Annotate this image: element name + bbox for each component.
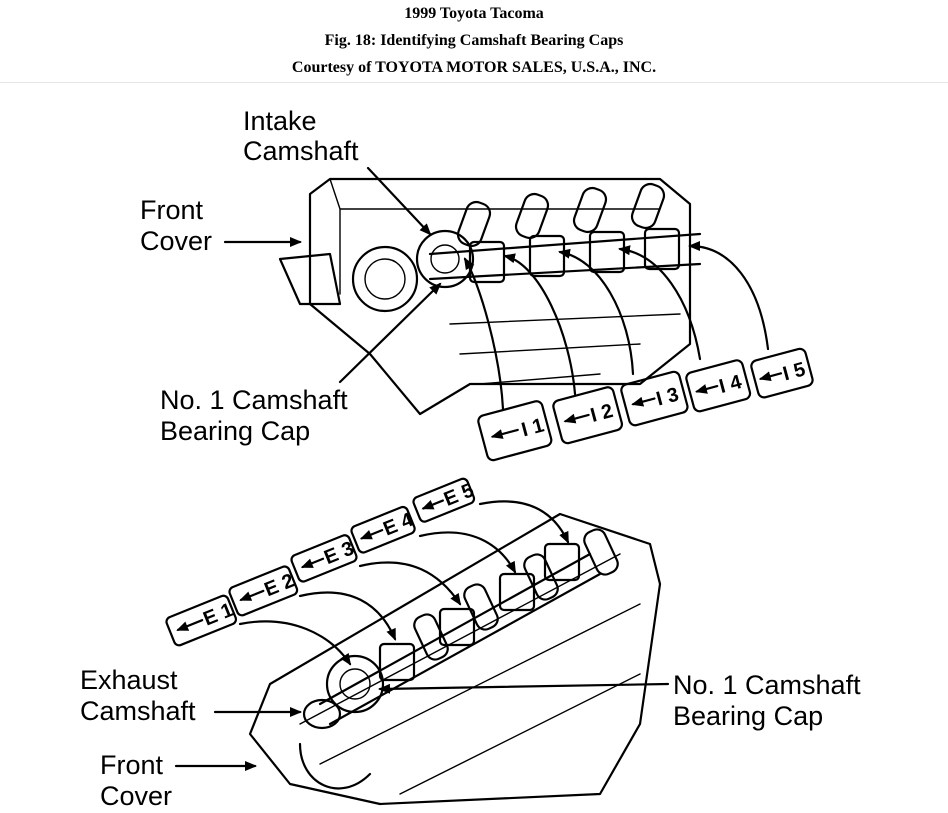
header-divider bbox=[0, 82, 948, 83]
intake-cap-2-label: I 2 bbox=[588, 400, 615, 427]
intake-cap-tiles: I 1 I 2 I 3 I 4 I 5 bbox=[477, 347, 814, 462]
no1-cap-bottom-label-line1: No. 1 Camshaft bbox=[673, 670, 861, 700]
camshaft-diagram: I 1 I 2 I 3 I 4 I 5 Intake Camshaft Fron… bbox=[0, 84, 948, 813]
figure-header: 1999 Toyota Tacoma Fig. 18: Identifying … bbox=[0, 0, 948, 82]
exhaust-camshaft-callout: Exhaust Camshaft bbox=[80, 665, 302, 726]
no1-cap-top-label-line2: Bearing Cap bbox=[160, 416, 310, 446]
vehicle-title: 1999 Toyota Tacoma bbox=[404, 5, 544, 22]
exhaust-engine-drawing bbox=[248, 512, 662, 806]
figure-caption: Fig. 18: Identifying Camshaft Bearing Ca… bbox=[324, 32, 624, 49]
intake-cap-3: I 3 bbox=[620, 370, 689, 427]
exhaust-cap-tiles: E 1 E 2 E 3 E 4 E 5 bbox=[165, 477, 477, 647]
no1-cap-bottom-callout: No. 1 Camshaft Bearing Cap bbox=[378, 670, 861, 731]
exhaust-cap-4: E 4 bbox=[350, 505, 417, 554]
no1-cap-top-label-line1: No. 1 Camshaft bbox=[160, 385, 348, 415]
intake-cap-5: I 5 bbox=[750, 347, 814, 399]
no1-cap-top-callout: No. 1 Camshaft Bearing Cap bbox=[160, 282, 442, 446]
exhaust-cap-5: E 5 bbox=[412, 477, 477, 523]
front-cover-top-label-line1: Front bbox=[140, 195, 204, 225]
intake-camshaft-callout: Intake Camshaft bbox=[243, 106, 432, 236]
intake-cap-2: I 2 bbox=[552, 386, 624, 445]
front-cover-bottom-label-line1: Front bbox=[100, 750, 164, 780]
intake-camshaft-label-line1: Intake bbox=[243, 106, 317, 136]
front-cover-top-callout: Front Cover bbox=[140, 195, 302, 256]
intake-cap-4-label: I 4 bbox=[717, 371, 745, 398]
exhaust-camshaft-label-line1: Exhaust bbox=[80, 665, 178, 695]
exhaust-cap-arrows bbox=[238, 500, 570, 666]
intake-cap-1-label: I 1 bbox=[519, 414, 546, 441]
no1-cap-bottom-label-line2: Bearing Cap bbox=[673, 701, 823, 731]
front-cover-bottom-callout: Front Cover bbox=[100, 750, 257, 811]
exhaust-camshaft-label-line2: Camshaft bbox=[80, 696, 196, 726]
front-cover-bottom-label-line2: Cover bbox=[100, 781, 172, 811]
intake-camshaft-label-line2: Camshaft bbox=[243, 136, 359, 166]
courtesy-line: Courtesy of TOYOTA MOTOR SALES, U.S.A., … bbox=[291, 59, 657, 76]
intake-cap-5-label: I 5 bbox=[781, 358, 808, 385]
intake-cap-4: I 4 bbox=[685, 359, 752, 413]
intake-cap-1: I 1 bbox=[477, 400, 553, 462]
intake-cap-arrows bbox=[463, 241, 770, 411]
exhaust-cap-2: E 2 bbox=[228, 565, 299, 617]
intake-cap-3-label: I 3 bbox=[654, 384, 681, 411]
exhaust-cap-3: E 3 bbox=[290, 534, 358, 583]
front-cover-top-label-line2: Cover bbox=[140, 226, 212, 256]
exhaust-cap-1: E 1 bbox=[165, 594, 238, 647]
